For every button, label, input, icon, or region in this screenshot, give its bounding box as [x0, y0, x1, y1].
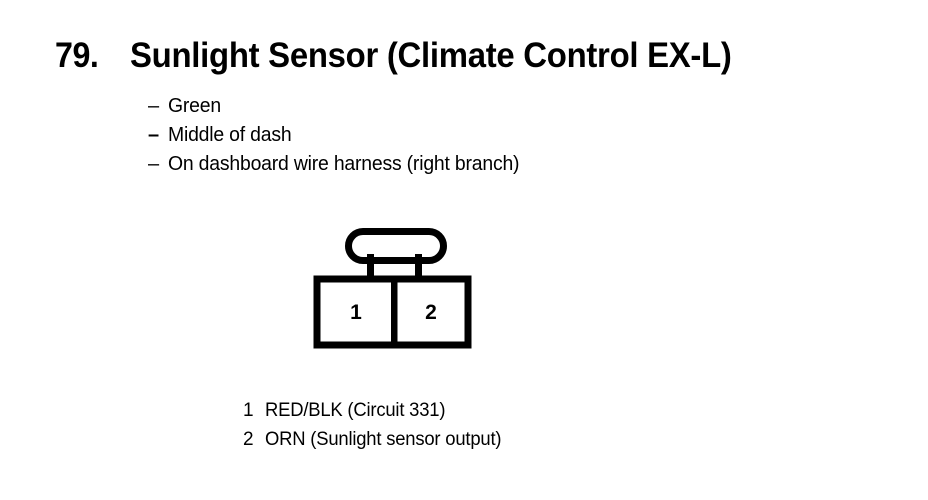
- legend-row: 1 RED/BLK (Circuit 331): [243, 396, 509, 425]
- legend-pin-number: 1: [243, 400, 254, 421]
- dash-bullet-icon: –: [148, 124, 160, 146]
- latch-leg-left-icon: [367, 254, 374, 280]
- legend-pin-description: ORN (Sunlight sensor output): [265, 429, 502, 450]
- item-number: 79.: [55, 36, 99, 75]
- list-item: – Green: [148, 92, 530, 121]
- spec-location: Middle of dash: [168, 124, 292, 146]
- dash-bullet-icon: –: [148, 153, 160, 175]
- page-title: 79. Sunlight Sensor (Climate Control EX-…: [55, 38, 770, 73]
- connector-svg: 1 2: [313, 228, 472, 349]
- latch-tab-icon: [345, 228, 447, 264]
- cavity-number-2: 2: [425, 301, 437, 324]
- list-item: – On dashboard wire harness (right branc…: [148, 150, 530, 179]
- latch-leg-right-icon: [415, 254, 422, 280]
- list-item: – Middle of dash: [148, 121, 530, 150]
- pin-legend: 1 RED/BLK (Circuit 331) 2 ORN (Sunlight …: [243, 396, 509, 454]
- legend-row: 2 ORN (Sunlight sensor output): [243, 425, 509, 454]
- title-label: Sunlight Sensor (Climate Control EX-L): [130, 36, 732, 75]
- spec-color: Green: [168, 95, 221, 117]
- legend-pin-number: 2: [243, 429, 254, 450]
- spec-list: – Green – Middle of dash – On dashboard …: [148, 92, 530, 179]
- spec-harness: On dashboard wire harness (right branch): [168, 153, 520, 175]
- connector-diagram: 1 2: [300, 218, 490, 358]
- cavity-divider: [391, 279, 398, 345]
- legend-pin-description: RED/BLK (Circuit 331): [265, 400, 446, 421]
- dash-bullet-icon: –: [148, 95, 160, 117]
- cavity-number-1: 1: [350, 301, 362, 324]
